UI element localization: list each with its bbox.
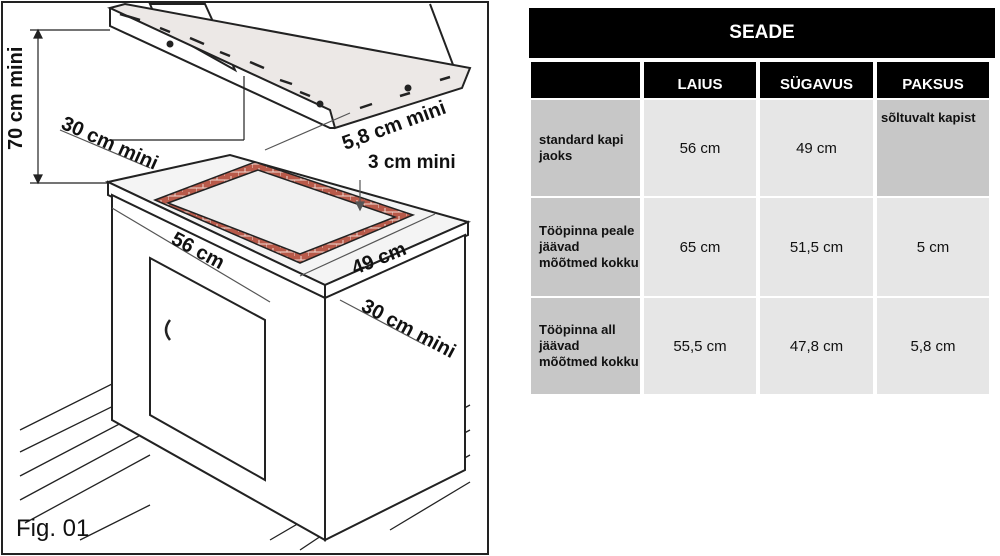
cooker-hood <box>107 2 472 130</box>
label-hood-height: 70 cm mini <box>5 47 27 150</box>
row-depth: 47,8 cm <box>760 298 873 394</box>
row-thickness: sõltuvalt kapist <box>877 100 989 196</box>
dimension-hood-height <box>30 28 245 185</box>
row-thickness: 5 cm <box>877 198 989 296</box>
dimension-lines <box>59 112 436 346</box>
row-label: Tööpinna all jäävad mõõtmed kokku <box>531 298 640 394</box>
header-empty <box>531 62 640 98</box>
row-width: 65 cm <box>644 198 756 296</box>
header-width: LAIUS <box>644 62 756 98</box>
table-row: Tööpinna all jäävad mõõtmed kokku 55,5 c… <box>529 297 995 395</box>
installation-diagram: 70 cm mini 30 cm mini 5,8 cm mini 3 cm m… <box>1 1 489 555</box>
table-header-row: LAIUS SÜGAVUS PAKSUS <box>529 61 995 99</box>
header-thickness: PAKSUS <box>877 62 989 98</box>
row-label: Tööpinna peale jäävad mõõtmed kokku <box>531 198 640 296</box>
device-dimensions-table: SEADE LAIUS SÜGAVUS PAKSUS standard kapi… <box>529 8 995 395</box>
table-row: Tööpinna peale jäävad mõõtmed kokku 65 c… <box>529 197 995 297</box>
row-label: standard kapi jaoks <box>531 100 640 196</box>
table-title: SEADE <box>529 8 995 58</box>
hob-cutout <box>153 161 416 264</box>
table-row: standard kapi jaoks 56 cm 49 cm sõltuval… <box>529 99 995 197</box>
label-frame: 3 cm mini <box>368 152 456 173</box>
figure-caption: Fig. 01 <box>16 515 89 542</box>
row-width: 55,5 cm <box>644 298 756 394</box>
row-depth: 51,5 cm <box>760 198 873 296</box>
header-depth: SÜGAVUS <box>760 62 873 98</box>
row-width: 56 cm <box>644 100 756 196</box>
row-depth: 49 cm <box>760 100 873 196</box>
row-thickness: 5,8 cm <box>877 298 989 394</box>
